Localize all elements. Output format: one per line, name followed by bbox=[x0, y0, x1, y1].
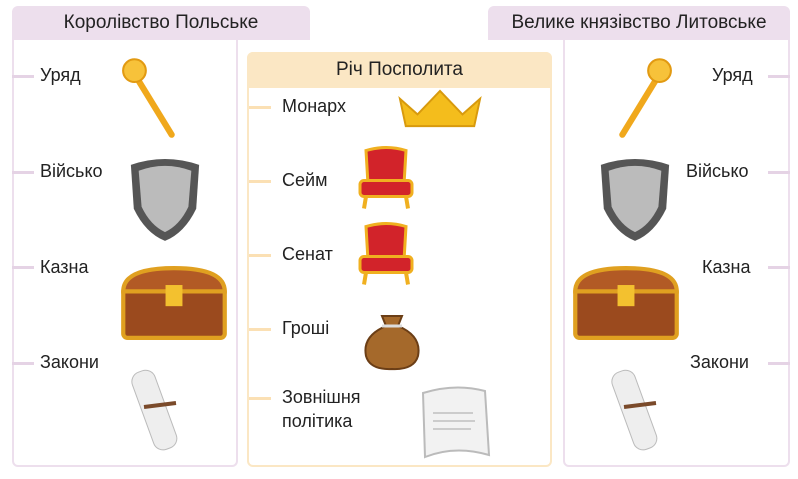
center-item-label: Сенат bbox=[282, 244, 333, 264]
left-item-label: Казна bbox=[40, 257, 89, 277]
left-title: Королівство Польське bbox=[63, 12, 259, 33]
right-item-label: Закони bbox=[690, 352, 749, 372]
connector bbox=[12, 171, 34, 174]
right-item-label: Уряд bbox=[712, 65, 753, 85]
connector bbox=[249, 180, 271, 183]
connector bbox=[768, 266, 790, 269]
left-item-label: Закони bbox=[40, 352, 99, 372]
throne-icon bbox=[356, 222, 416, 288]
scepter-icon bbox=[612, 55, 674, 140]
left-item-label: Уряд bbox=[40, 65, 81, 85]
center-header: Річ Посполита bbox=[247, 52, 552, 88]
right-header: Велике князівство Литовське bbox=[488, 6, 790, 40]
center-item-label: Гроші bbox=[282, 318, 330, 338]
chest-icon bbox=[572, 266, 680, 340]
shield-icon bbox=[596, 155, 674, 243]
connector bbox=[12, 266, 34, 269]
throne-icon bbox=[356, 146, 416, 212]
shield-icon bbox=[126, 155, 204, 243]
parchment-icon bbox=[413, 383, 497, 463]
scepter-icon bbox=[120, 55, 182, 140]
connector bbox=[768, 171, 790, 174]
center-item-label: Сейм bbox=[282, 170, 328, 190]
left-panel bbox=[12, 40, 238, 467]
scroll-icon bbox=[610, 362, 670, 454]
left-header: Королівство Польське bbox=[12, 6, 310, 40]
right-item-label: Військо bbox=[686, 161, 749, 181]
scroll-icon bbox=[130, 362, 190, 454]
crown-icon bbox=[396, 86, 484, 132]
connector bbox=[249, 328, 271, 331]
connector bbox=[249, 397, 271, 400]
right-title: Велике князівство Литовське bbox=[511, 12, 767, 33]
center-item-label: Монарх bbox=[282, 96, 346, 116]
connector bbox=[768, 362, 790, 365]
connector bbox=[12, 75, 34, 78]
right-item-label: Казна bbox=[702, 257, 751, 277]
center-item-label: Зовнішня політика bbox=[282, 387, 361, 431]
connector bbox=[249, 254, 271, 257]
center-title: Річ Посполита bbox=[336, 59, 463, 80]
money-bag-icon bbox=[360, 305, 424, 371]
left-item-label: Військо bbox=[40, 161, 103, 181]
connector bbox=[12, 362, 34, 365]
connector bbox=[768, 75, 790, 78]
chest-icon bbox=[120, 266, 228, 340]
right-panel bbox=[563, 40, 790, 467]
connector bbox=[249, 106, 271, 109]
